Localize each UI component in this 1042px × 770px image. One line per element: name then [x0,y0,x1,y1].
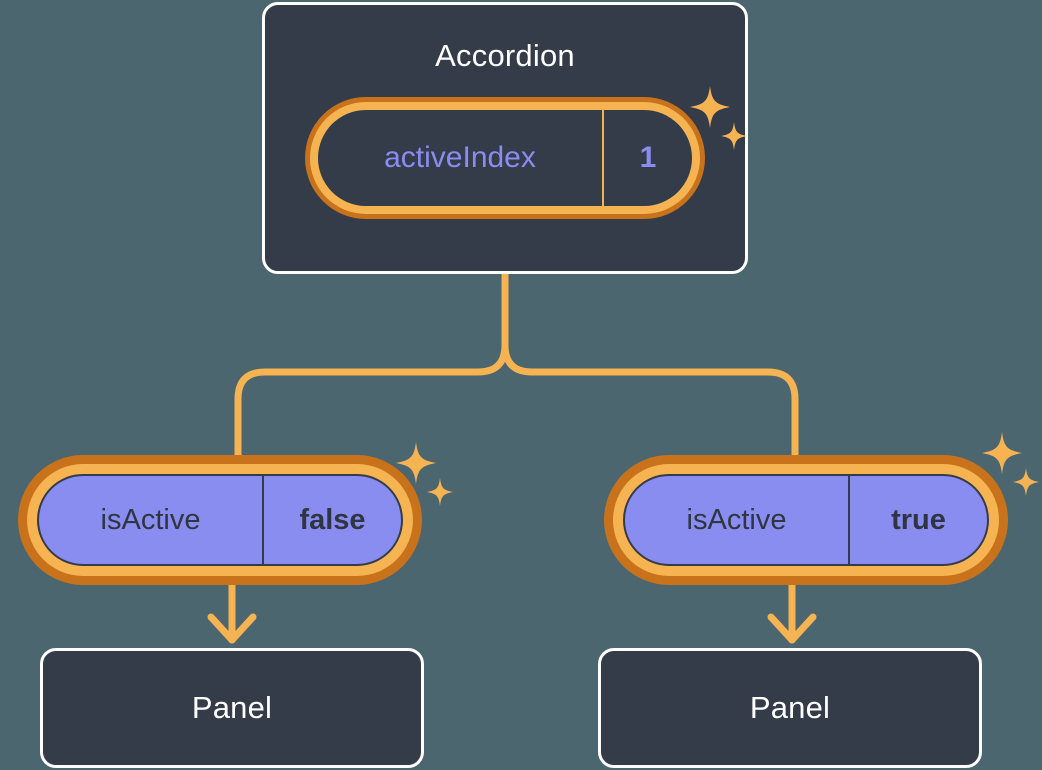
prop-pill-is-active-right[interactable]: isActive true [604,455,1008,585]
prop-value: 1 [639,141,657,174]
arrow-down-icon-left [207,576,257,644]
arrow-down-icon-right [767,576,817,644]
pill-body: activeIndex 1 [318,110,692,206]
prop-key: isActive [39,476,264,564]
sparkle-small-icon [1013,468,1039,496]
prop-value: true [891,503,946,536]
prop-pill-active-index[interactable]: activeIndex 1 [305,97,705,219]
sparkle-small-icon [427,478,453,506]
component-card-panel-right[interactable]: Panel [598,648,982,768]
prop-key: isActive [625,476,850,564]
prop-value: false [299,503,366,536]
pill-body: isActive false [37,474,403,566]
component-card-panel-left[interactable]: Panel [40,648,424,768]
component-title: Panel [749,690,831,725]
component-title: Accordion [435,38,575,73]
edge-root-to-left [234,270,509,462]
prop-key: activeIndex [318,110,604,206]
edge-root-to-right [501,270,799,462]
sparkle-large-icon [982,432,1022,474]
component-title: Panel [191,690,273,725]
prop-pill-is-active-left[interactable]: isActive false [18,455,422,585]
pill-body: isActive true [623,474,989,566]
